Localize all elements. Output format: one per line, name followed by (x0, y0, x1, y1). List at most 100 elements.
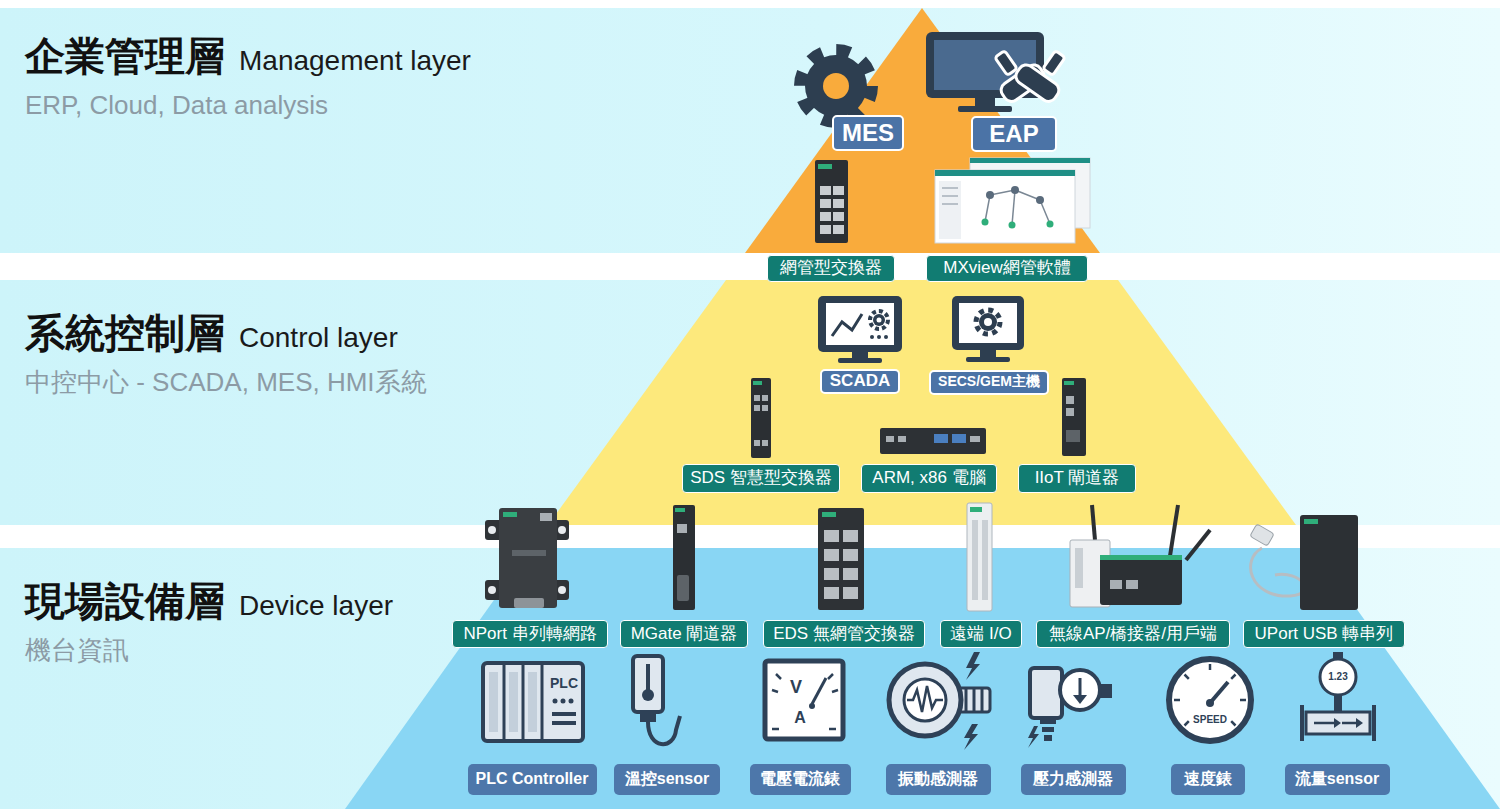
unmanaged-switch-image (818, 508, 864, 610)
gear-icon (800, 50, 872, 122)
voltmeter-icon (809, 703, 815, 709)
remote-io-image (972, 520, 978, 600)
gateway-image (1066, 396, 1074, 404)
unmanaged-switch-image (843, 568, 858, 580)
layer-title-en: Management layer (239, 37, 471, 85)
usb-converter-image (1251, 548, 1305, 596)
unmanaged-switch-image (824, 549, 839, 561)
protocol-gateway-image (673, 505, 695, 610)
wireless-ap-image (1100, 555, 1182, 605)
product-label: IIoT 閘道器 (1018, 464, 1136, 493)
gear-icon (805, 55, 867, 117)
plc-icon (483, 663, 583, 741)
speed-gauge-icon (1185, 721, 1189, 725)
serial-server-image (558, 526, 566, 534)
scada-monitor-icon (884, 335, 888, 339)
device-label: 溫控sensor (614, 764, 720, 795)
host-monitor-icon (976, 310, 1000, 334)
wireless-ap-image (1100, 555, 1182, 560)
wireless-ap-image (1170, 505, 1178, 556)
software-screenshot (942, 187, 958, 189)
serial-server-image (514, 598, 544, 608)
pressure-sensor-icon (1060, 670, 1100, 710)
smart-switch-image (762, 405, 768, 411)
wireless-ap-image (1110, 580, 1122, 589)
layer-title: 系統控制層 (25, 309, 225, 357)
scada-monitor-icon (826, 303, 894, 345)
remote-io-image (982, 520, 988, 600)
gateway-image (1064, 381, 1074, 385)
pressure-sensor-icon (1028, 726, 1039, 748)
product-label: MGate 閘道器 (620, 620, 748, 648)
managed-switch-image (820, 212, 831, 221)
wireless-ap-image (1075, 548, 1083, 588)
layer-title: 現場設備層 (25, 577, 225, 625)
serial-server-image (499, 508, 557, 608)
protocol-gateway-image (677, 524, 687, 533)
flow-sensor-icon (1334, 695, 1342, 712)
managed-switch-image (820, 199, 831, 208)
software-screenshot (1009, 222, 1016, 229)
software-screenshot (970, 158, 1090, 163)
pyramid-tier (345, 8, 1500, 809)
box-label: SDS 智慧型交換器 (690, 469, 832, 488)
host-monitor-icon (979, 313, 997, 331)
voltmeter-icon (772, 728, 779, 731)
serial-server-image (488, 586, 496, 594)
computer-image (880, 428, 986, 454)
box-label: 溫控sensor (625, 770, 709, 788)
unmanaged-switch-image (843, 587, 858, 599)
plc-icon (509, 672, 518, 732)
software-screenshot (1011, 186, 1019, 194)
smart-switch-image (754, 395, 760, 401)
product-label: SDS 智慧型交換器 (682, 464, 840, 493)
plc-icon (489, 672, 498, 732)
flow-sensor-icon (1334, 718, 1341, 728)
usb-converter-image (1250, 524, 1274, 546)
software-screenshot (935, 158, 1090, 243)
box-label: 無線AP/橋接器/用戶端 (1049, 625, 1217, 644)
vibration-sensor-icon (965, 688, 968, 712)
icon-text: V (790, 678, 802, 696)
software-screenshot (942, 203, 958, 205)
speed-gauge-icon (1209, 664, 1212, 670)
managed-switch-image (820, 186, 831, 195)
software-screenshot (1015, 190, 1040, 200)
software-screenshot (935, 170, 1075, 243)
device-label: 電壓電流錶 (750, 764, 851, 795)
protocol-gateway-image (675, 508, 685, 512)
handshake-icon (1043, 51, 1065, 76)
software-screenshot (1036, 196, 1044, 204)
scada-monitor-icon (818, 296, 902, 363)
system-box: EAP (971, 116, 1057, 152)
speed-gauge-icon (1231, 721, 1235, 725)
pressure-sensor-icon (1028, 668, 1112, 748)
usb-converter-image (1250, 515, 1358, 610)
speed-gauge-icon (1210, 682, 1228, 703)
vibration-sensor-icon (973, 688, 976, 712)
icon-text: SPEED (1193, 715, 1227, 725)
host-monitor-icon (952, 296, 1024, 350)
gear-icon (800, 50, 872, 122)
product-label: NPort 串列轉網路 (452, 620, 608, 648)
temperature-sensor-icon (642, 689, 654, 701)
voltmeter-icon (828, 674, 833, 679)
product-label: 遠端 I/O (940, 620, 1022, 648)
serial-server-image (540, 513, 552, 521)
unmanaged-switch-image (843, 549, 858, 561)
product-label: 網管型交換器 (767, 255, 895, 282)
computer-image (898, 436, 906, 442)
scada-monitor-icon (877, 335, 881, 339)
vibration-sensor-icon (889, 652, 990, 750)
layer-band: 企業管理層Management layerERP, Cloud, Data an… (0, 8, 1500, 253)
host-monitor-icon (952, 296, 1024, 362)
box-label: 振動感測器 (898, 770, 978, 788)
temperature-sensor-icon (646, 664, 650, 690)
pyramid-tier (745, 8, 1100, 253)
layer-title-en: Device layer (239, 582, 393, 630)
handshake-icon (995, 51, 1017, 76)
layer-heading: 系統控制層Control layer (25, 309, 1500, 362)
box-label: IIoT 閘道器 (1035, 469, 1120, 488)
